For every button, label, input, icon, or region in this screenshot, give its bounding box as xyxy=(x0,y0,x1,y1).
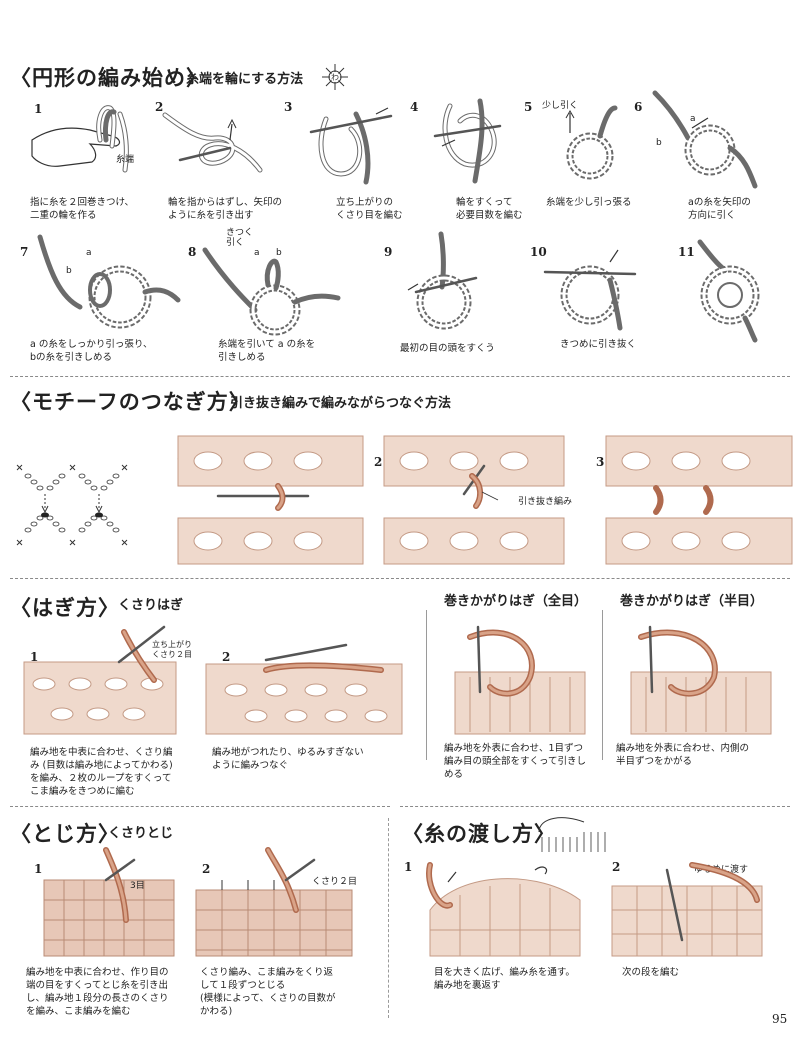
section-title-carry-yarn: 〈糸の渡し方〉 xyxy=(402,821,556,846)
label-a: a xyxy=(690,114,696,124)
step-caption: 目を大きく広げ、編み糸を通す。 編み地を裏返す xyxy=(434,967,575,991)
illustration-motif-join-3 xyxy=(605,435,793,565)
snowflake-icon: わ xyxy=(322,64,348,90)
label-slip-stitch: 引き抜き編み xyxy=(518,497,573,507)
step-caption: 糸端を引いて a の糸を 引きしめる xyxy=(218,339,316,363)
step-caption: 編み地を中表に合わせ、くさり編 み (目数は編み地によってかわる) を編み、２枚… xyxy=(30,747,173,797)
step-number: 5 xyxy=(524,100,533,114)
step-caption: 糸端を少し引っ張る xyxy=(546,197,632,208)
step-number: 1 xyxy=(30,650,39,664)
chain-join-diagram xyxy=(16,464,128,546)
illustration-motif-join-2 xyxy=(383,435,565,565)
label-a: a xyxy=(86,248,92,258)
section-divider-vertical xyxy=(602,610,603,760)
step-number: 1 xyxy=(34,102,43,116)
step-number: 11 xyxy=(678,245,695,259)
illustration-chain-seam-2 xyxy=(205,643,403,735)
illustration-ring-stitches xyxy=(433,98,502,184)
label-b: b xyxy=(276,248,282,258)
step-number: 2 xyxy=(222,650,231,664)
label-b: b xyxy=(656,138,662,148)
label-pull-slightly: 少し引く xyxy=(542,101,579,111)
step-number: 6 xyxy=(634,100,643,114)
illustration-chain-join-1 xyxy=(43,847,175,957)
step-caption: きつめに引き抜く xyxy=(560,339,637,350)
step-caption: 指に糸を２回巻きつけ、 二重の輪を作る xyxy=(30,197,135,221)
section-subtitle-chain-seam: くさりはぎ xyxy=(118,598,184,613)
illustration-whip-half xyxy=(630,625,772,735)
section-subtitle-chain-join: くさりとじ xyxy=(108,826,174,841)
illustration-ring-pull xyxy=(162,112,263,173)
section-divider xyxy=(10,578,790,579)
section-divider xyxy=(400,806,790,807)
illustration-hand-wrap xyxy=(31,105,129,173)
step-caption: 立ち上がりの くさり目を編む xyxy=(336,197,403,221)
illustration-tighten-a xyxy=(37,234,181,329)
section-title-motif-join: 〈モチーフのつなぎ方〉 xyxy=(10,389,251,414)
section-subtitle-circle-start: 糸端を輪にする方法 xyxy=(186,72,304,87)
step-number: 2 xyxy=(612,860,621,874)
illustration-motif-join-1 xyxy=(177,435,364,565)
label-turning-chain: 立ち上がり くさり２目 xyxy=(152,640,192,659)
section-divider xyxy=(10,376,790,377)
section-title-seaming: 〈はぎ方〉 xyxy=(10,595,120,620)
step-number: 2 xyxy=(155,100,164,114)
step-caption: 輪をすくって 必要目数を編む xyxy=(456,197,523,221)
illustration-ring-pull-end xyxy=(565,105,618,180)
step-caption: a の糸をしっかり引っ張り、 bの糸を引きしめる xyxy=(30,339,153,363)
stitch-symbol-chart xyxy=(538,817,606,852)
step-caption: 編み地を中表に合わせ、作り目の 端の目をすくってとじ糸を引き出 し、編み地１段分… xyxy=(26,967,169,1017)
section-divider-vertical xyxy=(388,818,389,1018)
step-number: 7 xyxy=(20,245,29,259)
illustration-finished-ring xyxy=(697,239,760,343)
illustration-carry-yarn-2 xyxy=(611,862,763,957)
step-caption: くさり編み、こま編みをくり返 して１段ずつとじる (模様によって、くさりの目数が… xyxy=(200,967,336,1017)
step-number: 8 xyxy=(188,245,197,259)
label-b: b xyxy=(66,266,72,276)
svg-text:わ: わ xyxy=(331,73,339,82)
step-number: 1 xyxy=(34,862,43,876)
step-caption: 編み地を外表に合わせ、1目ずつ 編み目の頭全部をすくって引きし める xyxy=(444,743,587,780)
step-number: 2 xyxy=(374,455,383,469)
label-yarn-end: 糸端 xyxy=(116,155,135,165)
label-3-stitches: 3目 xyxy=(130,881,145,891)
illustration-chain-join-2 xyxy=(195,847,353,957)
step-caption: 最初の目の頭をすくう xyxy=(400,343,495,354)
illustration-whip-full xyxy=(454,625,586,735)
step-caption: 編み地がつれたり、ゆるみすぎない ように編みつなぐ xyxy=(212,747,364,771)
label-a: a xyxy=(254,248,260,258)
section-divider xyxy=(10,806,390,807)
label-chain-2: くさり２目 xyxy=(312,877,358,887)
section-title-joining: 〈とじ方〉 xyxy=(10,821,120,846)
illustration-carry-yarn-1 xyxy=(426,862,581,957)
illustration-slip-stitch xyxy=(543,249,637,331)
page-number: 95 xyxy=(772,1012,788,1026)
step-caption: 輪を指からはずし、矢印の ように糸を引き出す xyxy=(168,197,283,221)
step-number: 9 xyxy=(384,245,393,259)
step-caption: aの糸を矢印の 方向に引く xyxy=(688,197,751,221)
step-number: 2 xyxy=(202,862,211,876)
step-number: 10 xyxy=(530,245,547,259)
step-number: 4 xyxy=(410,100,419,114)
illustration-tighten-end xyxy=(202,247,341,336)
section-divider-vertical xyxy=(426,610,427,760)
section-subtitle-whip-half: 巻きかがりはぎ（半目） xyxy=(620,594,764,609)
illustration-first-stitch xyxy=(407,231,478,330)
step-caption: 編み地を外表に合わせ、内側の 半目ずつをかがる xyxy=(616,743,750,767)
illustration-chain-stitch xyxy=(309,107,393,185)
section-title-circle-start: 〈円形の編み始め〉 xyxy=(10,65,208,90)
illustration-chain-seam-1 xyxy=(23,625,177,735)
illustration-pull-a xyxy=(652,90,758,189)
step-number: 3 xyxy=(284,100,293,114)
step-number: 1 xyxy=(404,860,413,874)
section-subtitle-whip-full: 巻きかがりはぎ（全目） xyxy=(444,594,588,609)
step-number: 3 xyxy=(596,455,605,469)
label-pull-tight: きつく 引く xyxy=(226,228,254,248)
section-subtitle-motif-join: 引き抜き編みで編みながらつなぐ方法 xyxy=(230,396,452,411)
step-caption: 次の段を編む xyxy=(622,967,680,978)
